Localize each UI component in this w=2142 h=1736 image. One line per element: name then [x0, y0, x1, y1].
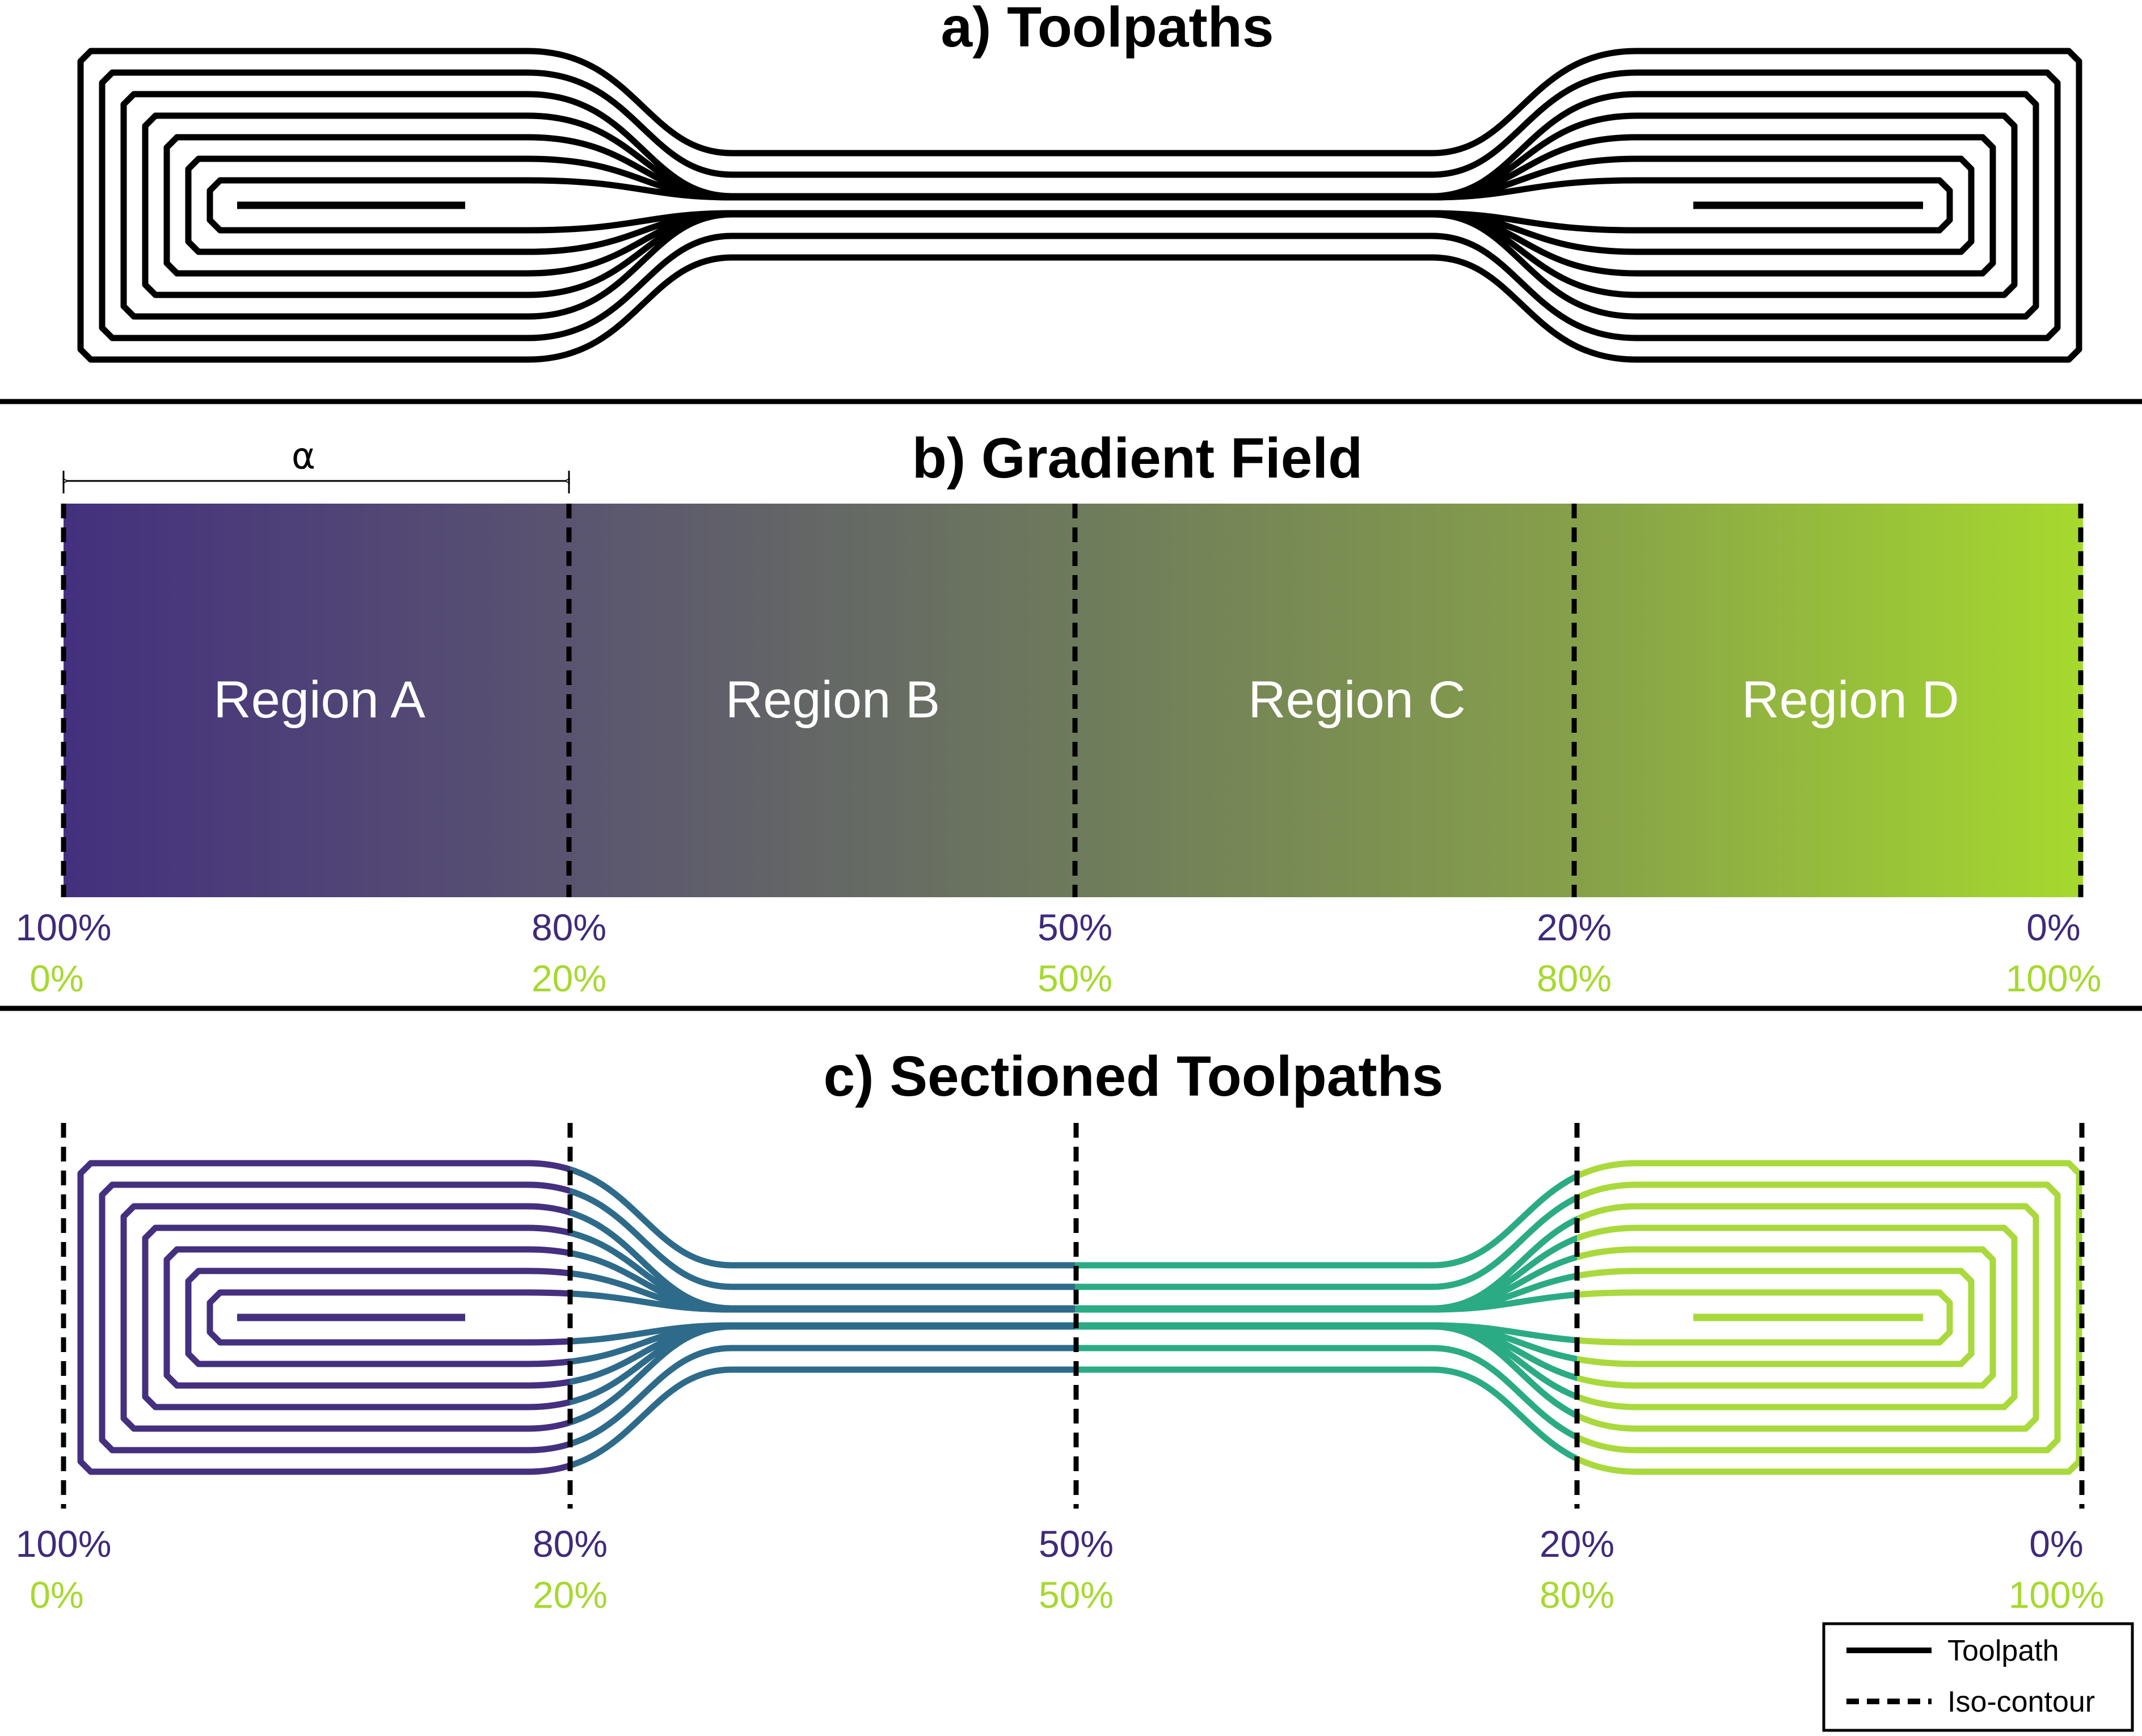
toolpath-loop-6-section-d — [1577, 1289, 1953, 1346]
pct-c-top-0: 100% — [16, 1523, 112, 1565]
toolpath-loop-1-section-b — [570, 1188, 1075, 1447]
toolpath-loop-5 — [185, 155, 1975, 255]
legend-iso-label: Iso-contour — [1947, 1686, 2095, 1718]
toolpath-loop-0-section-d — [1577, 1160, 2082, 1475]
pct-c-top-4: 0% — [2029, 1523, 2083, 1565]
percent-labels-c: 100% 0% 80% 20% 50% 50% 20% 80% 0% 100% — [16, 1523, 2105, 1616]
toolpath-loop-6-section-a — [206, 1289, 570, 1346]
toolpaths-c — [77, 1160, 2082, 1475]
pct-c-top-3: 20% — [1540, 1523, 1614, 1565]
pct-top-3: 20% — [1537, 906, 1612, 948]
pct-top-1: 80% — [532, 906, 606, 948]
pct-top-0: 100% — [16, 906, 112, 948]
pct-bottom-2: 50% — [1038, 957, 1112, 999]
panel-b-title: b) Gradient Field — [912, 426, 1363, 490]
toolpath-loop-4-section-d — [1577, 1246, 1996, 1389]
pct-c-top-1: 80% — [533, 1523, 608, 1565]
region-a-label: Region A — [213, 671, 425, 729]
toolpath-loop-2 — [120, 91, 2039, 320]
toolpath-loop-3-section-d — [1577, 1224, 2018, 1410]
toolpath-loop-0 — [77, 48, 2082, 363]
pct-bottom-3: 80% — [1537, 957, 1612, 999]
pct-top-2: 50% — [1038, 906, 1112, 948]
alpha-dimension: α — [64, 436, 569, 493]
region-c-label: Region C — [1248, 671, 1466, 729]
pct-bottom-4: 100% — [2006, 957, 2102, 999]
iso-contours-c — [61, 1123, 2085, 1509]
toolpath-loop-3-section-b — [570, 1230, 1075, 1405]
toolpath-loop-2-section-b — [570, 1209, 1075, 1426]
pct-c-bottom-3: 80% — [1540, 1574, 1614, 1616]
toolpath-loop-1-section-d — [1577, 1181, 2061, 1454]
region-b-label: Region B — [726, 671, 940, 729]
toolpath-loop-6 — [206, 177, 1953, 234]
panel-c-title: c) Sectioned Toolpaths — [824, 1045, 1444, 1108]
legend-toolpath-label: Toolpath — [1947, 1634, 2059, 1667]
pct-top-4: 0% — [2026, 906, 2080, 948]
pct-c-bottom-1: 20% — [533, 1574, 608, 1616]
pct-c-bottom-0: 0% — [29, 1574, 83, 1616]
toolpath-loop-4 — [163, 134, 1996, 277]
pct-c-top-2: 50% — [1039, 1523, 1114, 1565]
toolpath-loop-6-section-c — [1075, 1291, 1577, 1344]
alpha-label: α — [292, 436, 315, 478]
toolpath-loop-2-section-d — [1577, 1203, 2039, 1432]
percent-labels-b: 100% 0% 80% 20% 50% 50% 20% 80% 0% 100% — [16, 906, 2102, 999]
toolpaths-a — [77, 48, 2082, 363]
pct-c-bottom-2: 50% — [1039, 1574, 1114, 1616]
toolpath-loop-1 — [99, 69, 2061, 341]
toolpath-loop-6-section-b — [570, 1290, 1075, 1345]
toolpath-loop-0-section-b — [570, 1166, 1075, 1469]
pct-bottom-1: 20% — [532, 957, 606, 999]
toolpath-loop-5-section-d — [1577, 1268, 1975, 1367]
panel-a-title: a) Toolpaths — [941, 0, 1274, 59]
toolpath-loop-3 — [142, 112, 2018, 298]
region-d-label: Region D — [1742, 671, 1959, 729]
toolpath-loop-4-section-b — [570, 1249, 1075, 1386]
legend: Toolpath Iso-contour — [1822, 1622, 2134, 1732]
pct-bottom-0: 0% — [29, 957, 83, 999]
pct-c-bottom-4: 100% — [2009, 1574, 2105, 1616]
toolpath-loop-5-section-b — [570, 1270, 1075, 1365]
iso-contours-b — [61, 504, 2084, 897]
